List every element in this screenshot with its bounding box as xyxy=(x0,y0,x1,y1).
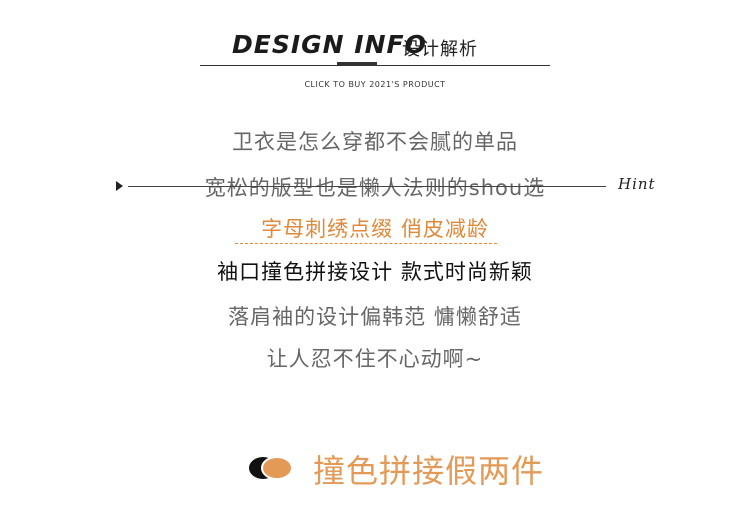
dashed-underline xyxy=(235,243,497,244)
title-english: DESIGN INFO xyxy=(232,30,427,59)
hint-label: Hint xyxy=(618,175,656,193)
subtitle: CLICK TO BUY 2021'S PRODUCT xyxy=(304,80,446,89)
body-line-2: 宽松的版型也是懒人法则的shou选 xyxy=(204,176,546,200)
body-line-1: 卫衣是怎么穿都不会腻的单品 xyxy=(232,130,518,154)
body-line-4: 袖口撞色拼接设计 款式时尚新颖 xyxy=(217,260,533,284)
two-circles-icon xyxy=(249,456,293,480)
section-title: 撞色拼接假两件 xyxy=(313,452,545,490)
title-accent-bar xyxy=(337,62,377,66)
body-line-5: 落肩袖的设计偏韩范 慵懒舒适 xyxy=(228,305,522,329)
body-line-6: 让人忍不住不心动啊~ xyxy=(266,347,484,371)
body-line-3-highlight: 字母刺绣点缀 俏皮减龄 xyxy=(261,217,489,241)
triangle-right-icon xyxy=(116,181,123,191)
strikethrough-line xyxy=(128,186,606,187)
title-chinese: 设计解析 xyxy=(402,39,478,60)
